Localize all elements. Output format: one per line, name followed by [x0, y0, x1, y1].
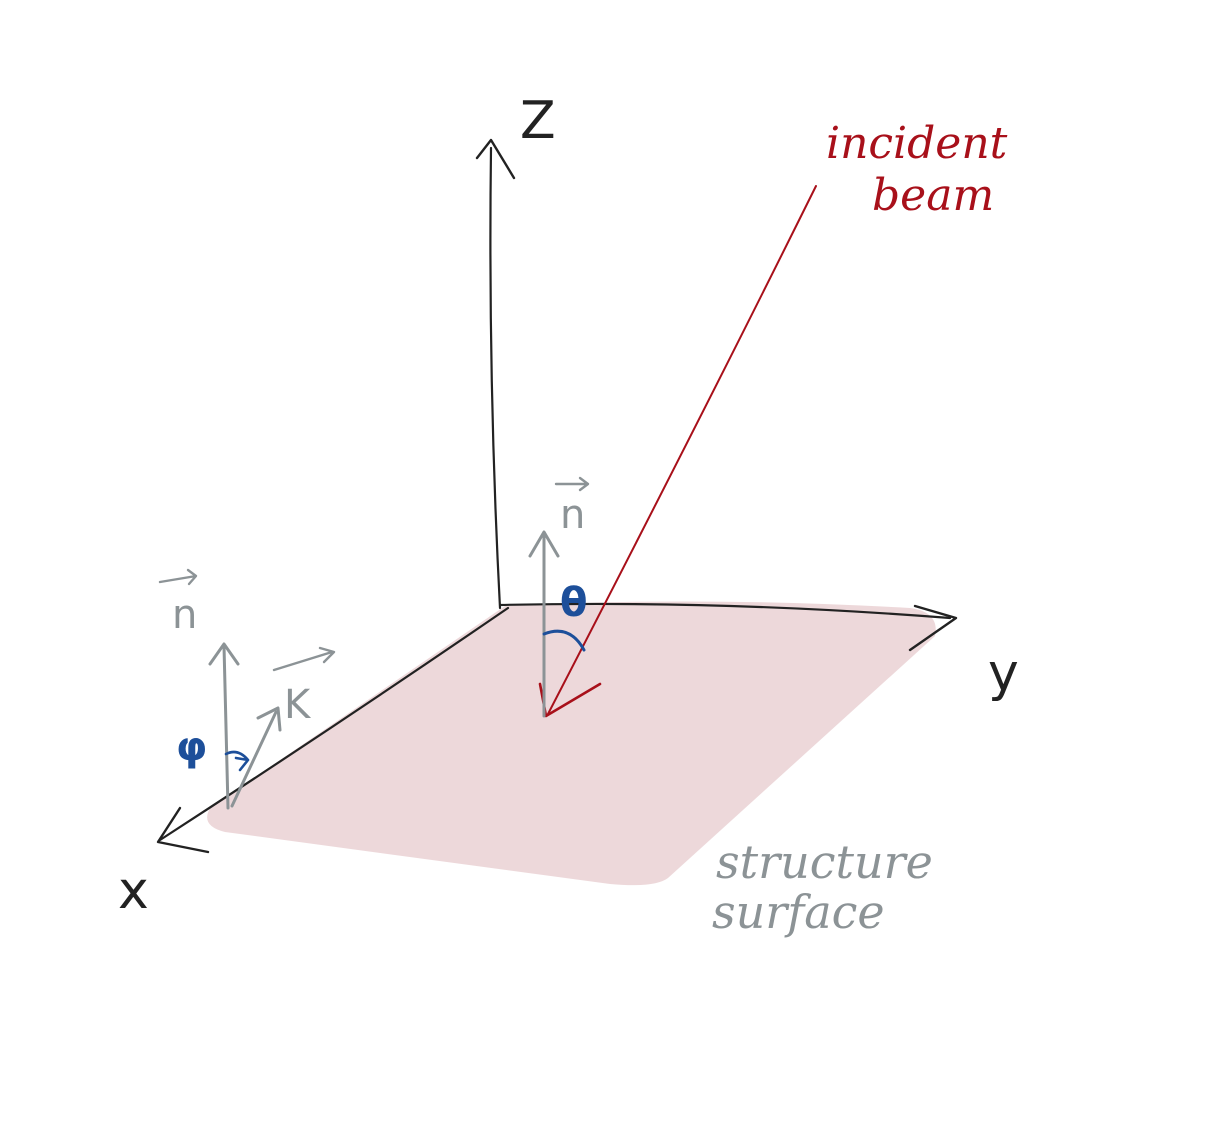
- y-axis-line: [498, 602, 952, 620]
- theta-angle-arc: [542, 629, 586, 652]
- x-axis-arrowhead: [156, 806, 210, 854]
- z-axis-label: Z: [520, 91, 556, 151]
- y-axis-label: y: [988, 643, 1019, 703]
- structure-surface-label-line1: structure: [716, 835, 933, 889]
- normal-center-label-arrow: [554, 476, 590, 492]
- wave-vector-k: [230, 710, 278, 808]
- phi-angle-arc: [224, 750, 250, 772]
- z-axis-line: [489, 146, 502, 610]
- wave-vector-k-arrowhead: [256, 706, 282, 732]
- normal-center-label: n: [560, 492, 585, 538]
- normal-vector-left-arrowhead: [208, 642, 240, 666]
- incident-beam-arrowhead: [538, 682, 602, 718]
- wave-vector-label-arrow: [272, 646, 336, 672]
- x-axis-label: x: [118, 861, 149, 921]
- x-axis-line: [158, 606, 510, 842]
- structure-surface-plane: [207, 601, 936, 886]
- normal-left-label-arrow: [158, 568, 198, 586]
- normal-left-label: n: [172, 592, 197, 638]
- normal-vector-left: [222, 644, 230, 810]
- theta-angle-label: θ: [560, 580, 587, 626]
- y-axis-arrowhead: [908, 604, 958, 652]
- wave-vector-label: K: [284, 682, 312, 728]
- incident-beam-label-line2: beam: [872, 170, 994, 221]
- incident-beam-line: [547, 185, 817, 715]
- structure-surface-label-line2: surface: [712, 885, 885, 939]
- normal-vector-center-arrowhead: [528, 530, 560, 558]
- incident-beam-label-line1: incident: [826, 118, 1008, 169]
- phi-angle-label: φ: [176, 724, 207, 770]
- z-axis-arrowhead: [475, 138, 516, 180]
